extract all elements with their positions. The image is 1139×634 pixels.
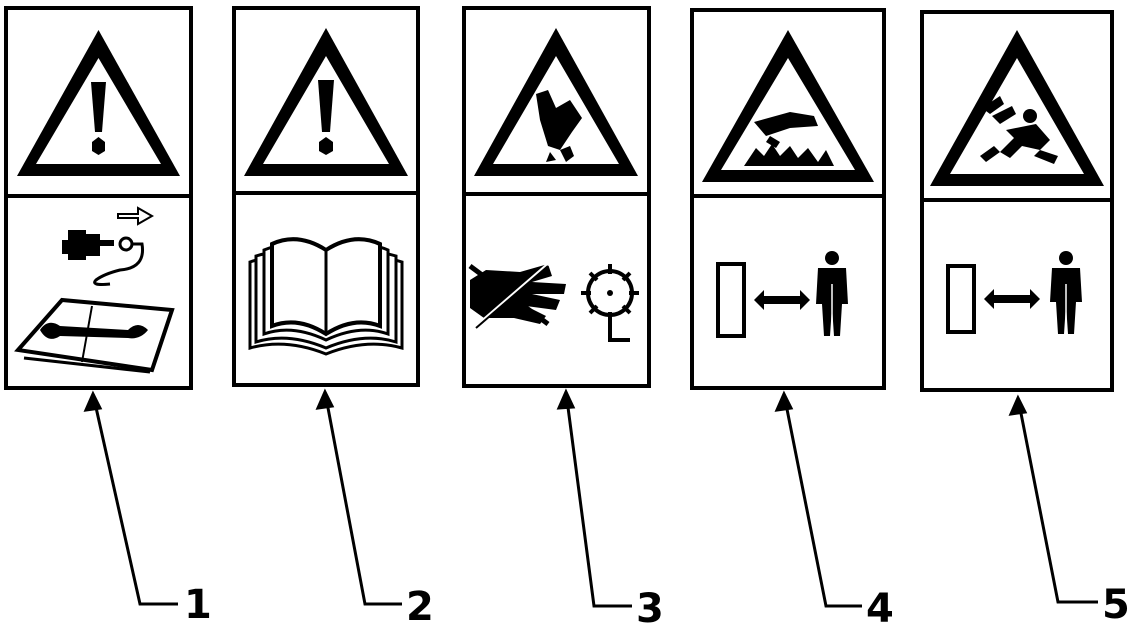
leader-arrow-3 (556, 388, 632, 608)
decal-2 (232, 6, 420, 387)
keep-hands-away-rotating-blade-icon (468, 262, 639, 342)
crush-hazard-icon (744, 112, 834, 166)
decal-4 (690, 8, 886, 390)
callout-number-2: 2 (406, 584, 434, 630)
hand-cut-hazard-icon (536, 90, 582, 162)
warning-triangle-icon (474, 28, 638, 176)
service-disconnect-manual-icon (14, 206, 175, 374)
keep-safe-distance-icon (716, 251, 848, 338)
leader-arrow-2 (315, 388, 402, 606)
warning-triangle-icon (930, 30, 1104, 186)
leader-arrow-1 (83, 390, 178, 606)
callout-number-1: 1 (184, 582, 212, 628)
callout-number-4: 4 (866, 586, 894, 632)
callout-number-5: 5 (1102, 582, 1130, 628)
leader-arrow-5 (1008, 394, 1098, 604)
decal-1 (4, 6, 193, 390)
operator-manual-icon (248, 237, 404, 356)
exclamation-icon (91, 82, 106, 155)
thrown-object-person-hazard-icon (980, 96, 1058, 164)
callout-number-3: 3 (636, 586, 664, 632)
exclamation-icon (318, 80, 334, 155)
leader-arrow-4 (774, 390, 862, 608)
decal-5 (920, 10, 1114, 392)
decal-3 (462, 6, 651, 388)
keep-safe-distance-icon (946, 251, 1082, 334)
